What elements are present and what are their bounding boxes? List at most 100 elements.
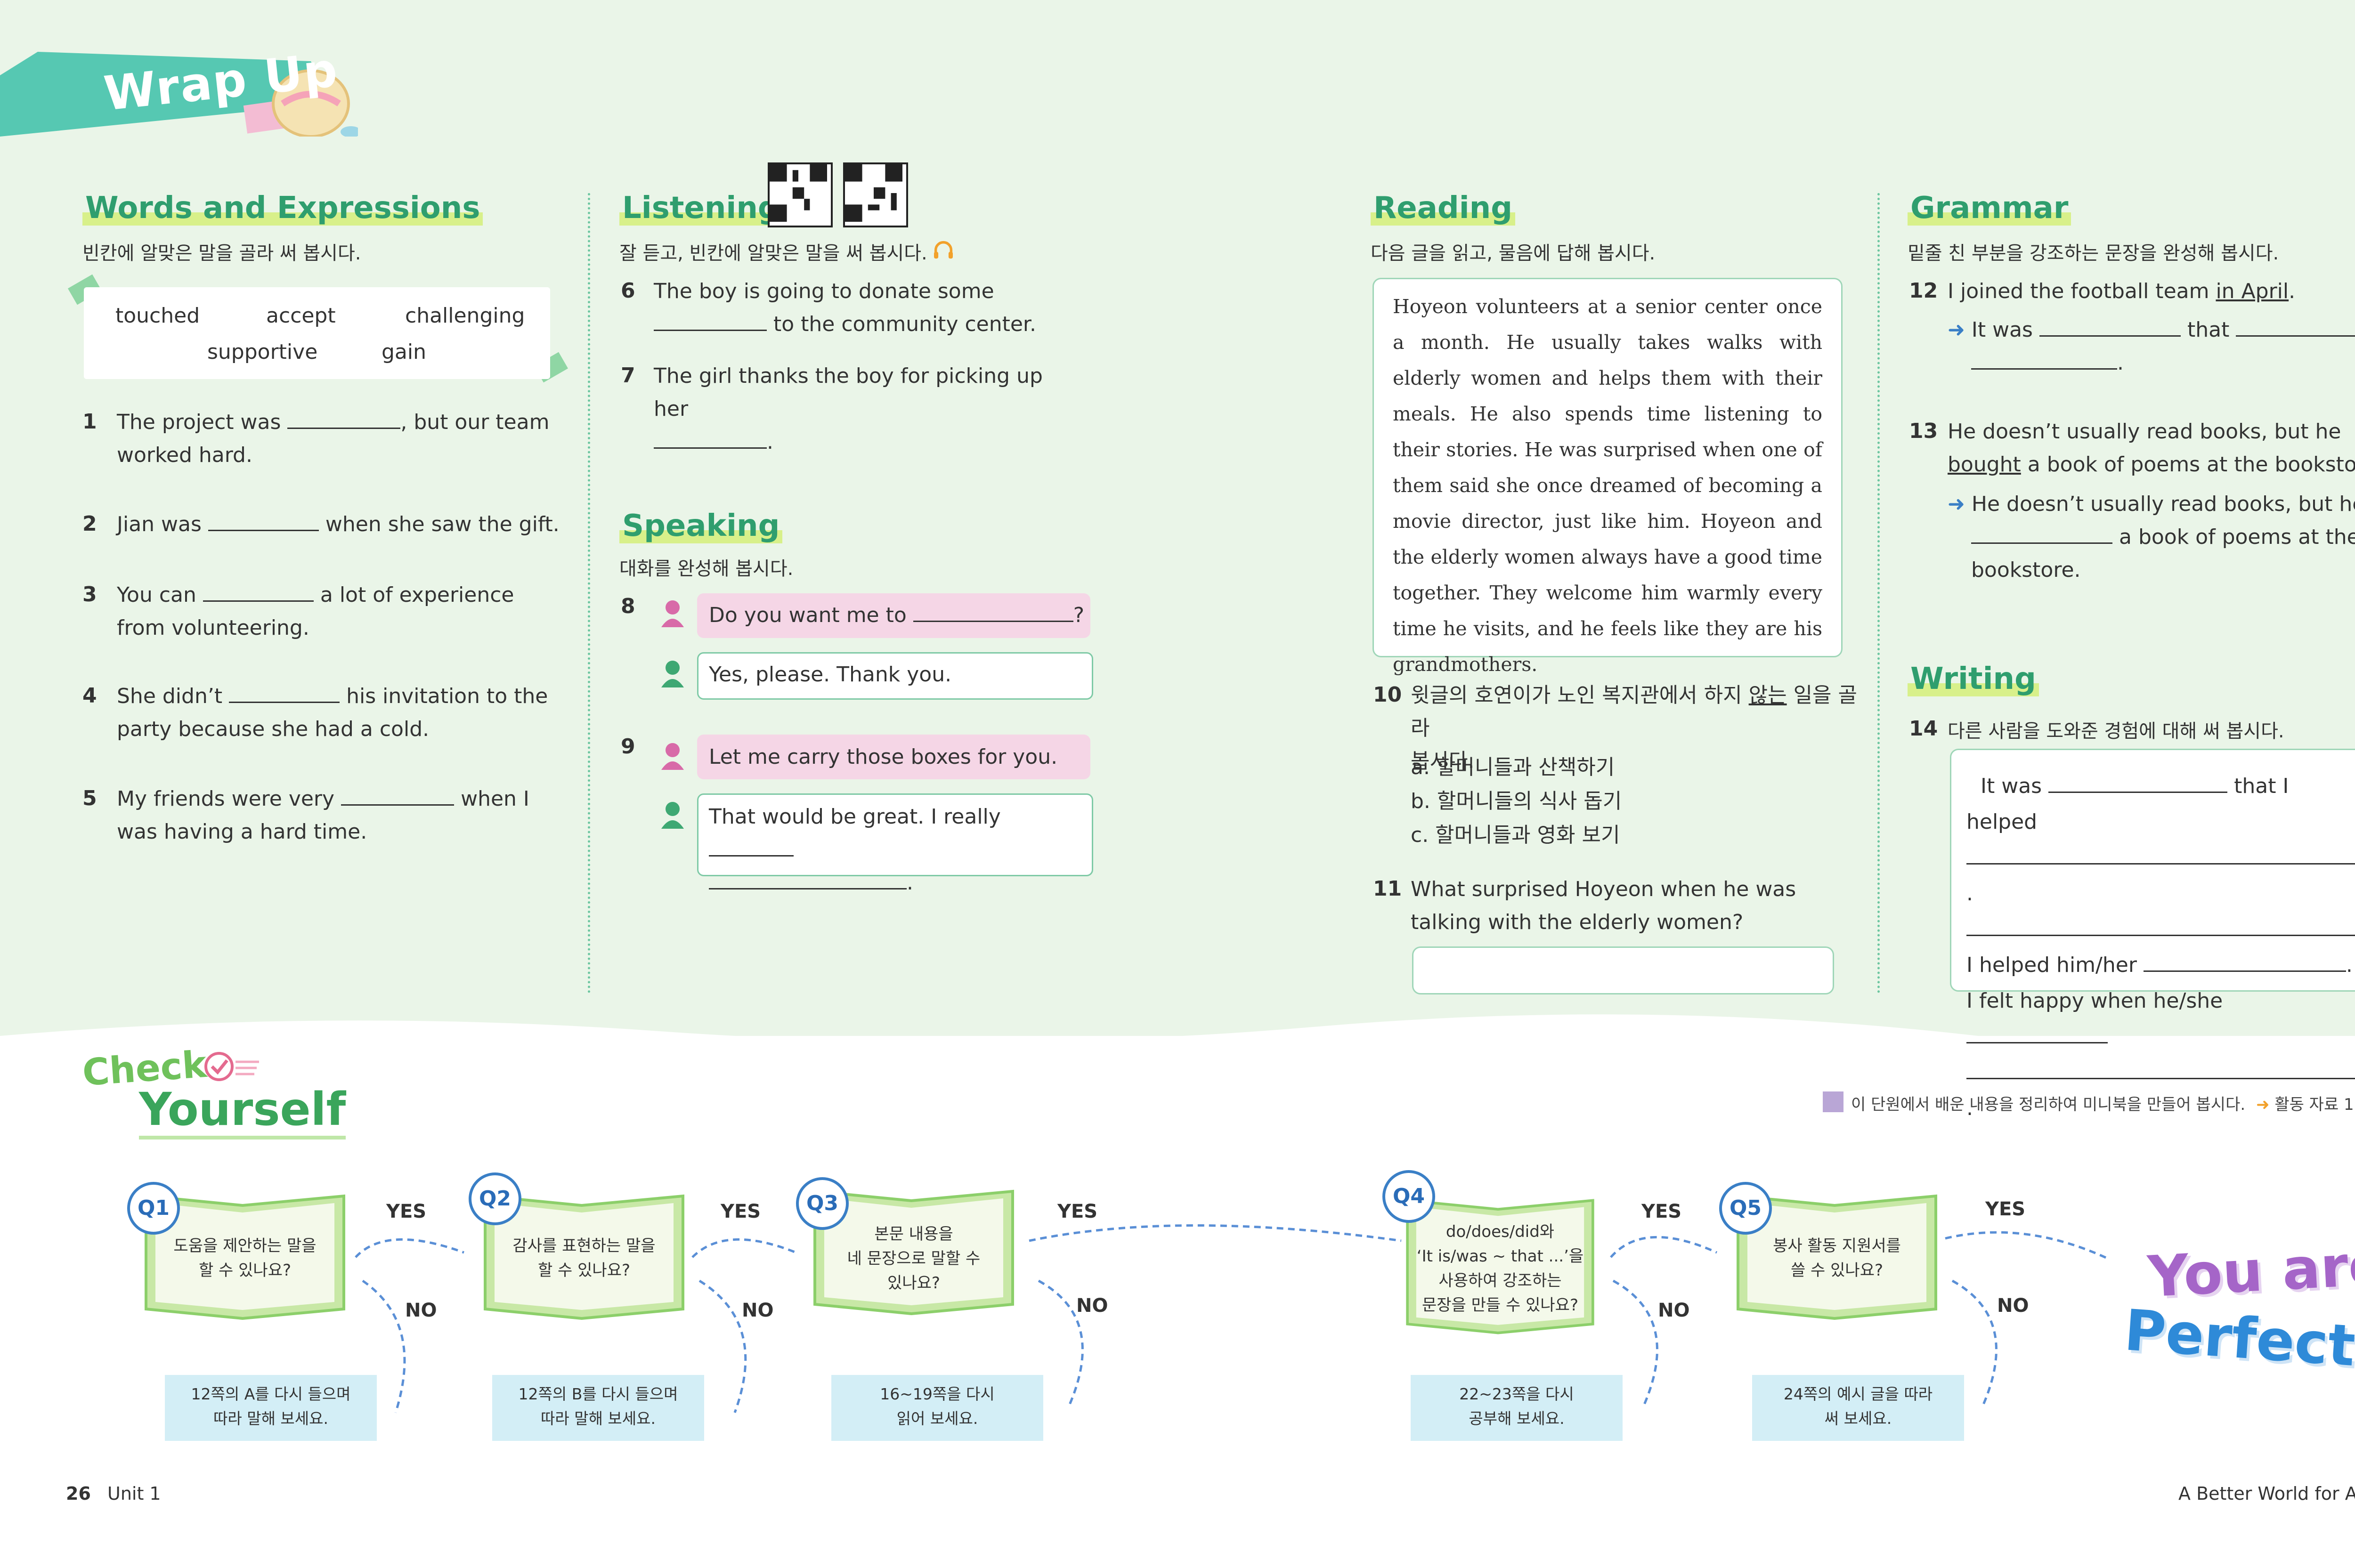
answer-option[interactable]: c. 할머니들과 영화 보기 bbox=[1411, 823, 1620, 847]
section-subtitle: 빈칸에 알맞은 말을 골라 써 봅시다. bbox=[82, 242, 361, 264]
question-number: 11 bbox=[1373, 877, 1402, 901]
question-number: 4 bbox=[82, 684, 97, 708]
answer-blank[interactable] bbox=[2039, 335, 2181, 337]
question-text: What surprised Hoyeon when he was talkin… bbox=[1411, 877, 1796, 934]
reading-passage: Hoyeon volunteers at a senior center onc… bbox=[1393, 295, 1822, 676]
question-badge: Q1 bbox=[127, 1182, 180, 1235]
question-text: She didn’t his invitation to the party b… bbox=[117, 684, 548, 741]
writing-lines: It was that I helped . I helped him/her … bbox=[1966, 768, 2355, 1126]
answer-blank[interactable] bbox=[2143, 970, 2346, 972]
wrap-up-banner bbox=[0, 52, 358, 137]
qr-code-icon[interactable] bbox=[768, 162, 833, 227]
no-label: NO bbox=[1997, 1295, 2029, 1317]
background-wave bbox=[0, 1014, 2355, 1102]
book-card bbox=[1406, 1199, 1594, 1334]
word-bank-item: gain bbox=[382, 340, 427, 364]
question-number: 13 bbox=[1909, 419, 1938, 443]
question-text: 다른 사람을 도와준 경험에 대해 써 봅시다. bbox=[1948, 720, 2284, 742]
question-badge: Q5 bbox=[1719, 1182, 1772, 1235]
question-text: 윗글의 호연이가 노인 복지관에서 하지 않는 일을 골라 봅시다. bbox=[1411, 683, 1858, 773]
activity-reference: ➜ 활동 자료 181쪽 bbox=[2256, 1095, 2355, 1114]
speaker-boy-icon bbox=[661, 802, 684, 829]
question-number: 10 bbox=[1373, 683, 1402, 707]
question-text: The boy is going to donate some to the c… bbox=[654, 279, 1036, 336]
dialogue-line: That would be great. I really . bbox=[709, 805, 1001, 895]
speech-bubble bbox=[697, 593, 1090, 638]
question-number: 9 bbox=[621, 735, 635, 759]
answer-blank[interactable] bbox=[654, 447, 767, 449]
answer-option[interactable]: b. 할머니들의 식사 돕기 bbox=[1411, 789, 1622, 813]
section-title: Words and Expressions bbox=[82, 191, 483, 226]
section-subtitle: 대화를 완성해 봅시다. bbox=[619, 558, 794, 580]
answer-blank[interactable] bbox=[1966, 1078, 2355, 1079]
question-text: You can a lot of experience from volunte… bbox=[117, 583, 514, 640]
answer-blank[interactable] bbox=[1966, 935, 2355, 936]
yes-label: YES bbox=[721, 1201, 761, 1222]
answer-blank[interactable] bbox=[2048, 792, 2228, 793]
answer-blank[interactable] bbox=[341, 804, 455, 806]
column-divider bbox=[588, 193, 590, 994]
unit-title: A Better World for All bbox=[2178, 1483, 2355, 1504]
speech-bubble bbox=[697, 652, 1093, 700]
speaker-girl-icon bbox=[661, 600, 684, 627]
dialogue-line: Do you want me to ? bbox=[709, 603, 1085, 627]
answer-blank[interactable] bbox=[2236, 335, 2355, 337]
answer-blank[interactable] bbox=[913, 621, 1073, 622]
answer-blank[interactable] bbox=[709, 855, 794, 857]
question-badge: Q3 bbox=[796, 1177, 849, 1230]
answer-blank[interactable] bbox=[1966, 863, 2355, 865]
question-number: 5 bbox=[82, 786, 97, 810]
answer-input-box[interactable] bbox=[1412, 946, 1834, 994]
question-number: 7 bbox=[621, 364, 635, 388]
word-bank bbox=[84, 287, 550, 379]
question-number: 3 bbox=[82, 582, 97, 606]
question-text: The project was , but our team worked ha… bbox=[117, 410, 550, 467]
answer-blank[interactable] bbox=[654, 330, 767, 331]
answer-blank[interactable] bbox=[1966, 1042, 2108, 1043]
section-title: Listening bbox=[619, 191, 782, 226]
question-number: 6 bbox=[621, 279, 635, 303]
speech-bubble bbox=[697, 735, 1090, 779]
writing-box[interactable] bbox=[1950, 749, 2355, 992]
answer-blank[interactable] bbox=[1971, 542, 2112, 544]
flow-arrows bbox=[355, 1224, 2111, 1413]
section-title: Speaking bbox=[619, 509, 783, 543]
question-number: 1 bbox=[82, 410, 97, 434]
yes-label: YES bbox=[1641, 1201, 1682, 1222]
answer-blank[interactable] bbox=[1971, 368, 2117, 370]
speaker-boy-icon bbox=[661, 661, 684, 687]
yes-label: YES bbox=[1057, 1201, 1098, 1222]
dialogue-line: Let me carry those boxes for you. bbox=[709, 745, 1058, 769]
answer-option[interactable]: a. 할머니들과 산책하기 bbox=[1411, 755, 1615, 779]
you-are-text: You are bbox=[2146, 1232, 2355, 1310]
question-text: My friends were very when I was having a… bbox=[117, 787, 529, 844]
book-card bbox=[1737, 1194, 1937, 1320]
unit-label: Unit 1 bbox=[107, 1483, 161, 1504]
book-card bbox=[813, 1189, 1014, 1316]
no-label: NO bbox=[1658, 1300, 1690, 1321]
section-subtitle: 잘 듣고, 빈칸에 알맞은 말을 써 봅시다. bbox=[619, 238, 954, 265]
page-number-left: 26 bbox=[66, 1483, 91, 1504]
qr-code-icon[interactable] bbox=[843, 162, 908, 227]
answer-blank[interactable] bbox=[208, 530, 319, 531]
yes-label: YES bbox=[386, 1201, 427, 1222]
question-text: I joined the football team in April. bbox=[1948, 279, 2296, 303]
headphones-icon bbox=[934, 241, 953, 259]
no-label: NO bbox=[405, 1300, 437, 1321]
answer-blank[interactable] bbox=[709, 888, 907, 889]
answer-blank[interactable] bbox=[229, 702, 340, 703]
answer-blank[interactable] bbox=[287, 428, 401, 429]
yes-label: YES bbox=[1985, 1198, 2026, 1220]
book-card bbox=[484, 1194, 684, 1320]
answer-blank[interactable] bbox=[203, 600, 314, 602]
no-label: NO bbox=[1076, 1295, 1108, 1317]
question-badge: Q2 bbox=[469, 1172, 521, 1225]
section-subtitle: 밑줄 친 부분을 강조하는 문장을 완성해 봅시다. bbox=[1908, 242, 2279, 264]
